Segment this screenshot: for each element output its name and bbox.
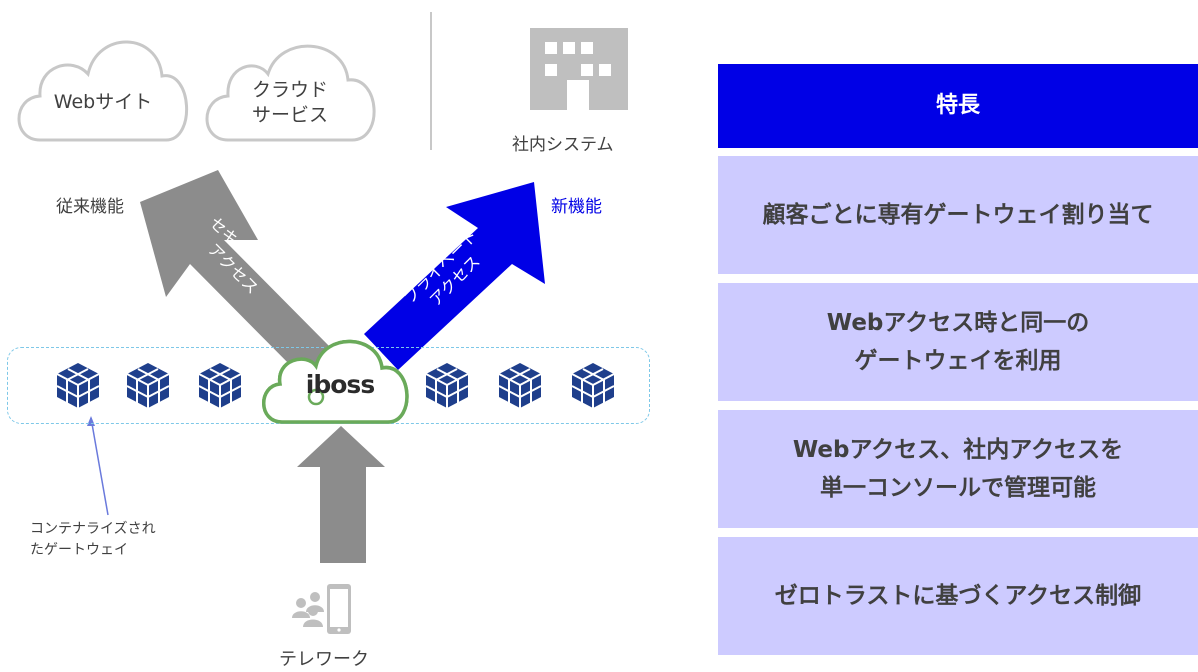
cloud-label-line2: サービス	[251, 104, 328, 126]
gateway-note-line1: コンテナライズされ	[30, 521, 156, 537]
private-access-arrow	[364, 182, 545, 370]
container-cube-icon	[425, 363, 469, 408]
feature-single-console-line2: 単一コンソールで管理可能	[819, 475, 1096, 501]
features-header: 特長	[718, 64, 1198, 148]
feature-dedicated-gateway: 顧客ごとに専有ゲートウェイ割り当て	[718, 156, 1198, 274]
container-cube-icon	[56, 363, 100, 408]
pointer-line	[90, 417, 109, 516]
cloud-icon	[205, 44, 376, 142]
feature-same-gateway-line1: Webアクセス時と同一の	[826, 310, 1090, 336]
telework-arrow	[297, 426, 385, 563]
feature-same-gateway-line2: ゲートウェイを利用	[854, 348, 1062, 374]
building-icon	[530, 28, 628, 110]
legacy-feature-label: 従来機能	[56, 197, 124, 217]
iboss-logo	[262, 339, 409, 424]
new-feature-label: 新機能	[551, 197, 602, 217]
gateway-note-line2: たゲートウェイ	[30, 542, 128, 558]
container-cube-icon	[498, 363, 542, 408]
containerized-gateway-note: コンテナライズされ たゲートウェイ	[30, 519, 156, 561]
feature-zero-trust: ゼロトラストに基づくアクセス制御	[718, 537, 1198, 655]
cloud-label-line1: クラウド	[251, 79, 328, 101]
people-phone-icon	[292, 584, 351, 634]
internal-system-label: 社内システム	[512, 135, 614, 155]
secure-web-arrow	[140, 170, 333, 375]
feature-single-console: Webアクセス、社内アクセスを 単一コンソールで管理可能	[718, 410, 1198, 528]
cloud-label-cloud-service: クラウド サービス	[228, 78, 352, 128]
container-cube-icon	[198, 363, 242, 408]
feature-single-console-line1: Webアクセス、社内アクセスを	[792, 437, 1124, 463]
telework-label: テレワーク	[279, 649, 369, 670]
cloud-icon	[17, 40, 188, 142]
container-cube-icon	[571, 363, 615, 408]
container-cube-icon	[126, 363, 170, 408]
feature-same-gateway: Webアクセス時と同一の ゲートウェイを利用	[718, 283, 1198, 401]
cloud-label-website: Webサイト	[53, 91, 153, 113]
iboss-logo-text: iboss	[305, 370, 375, 399]
